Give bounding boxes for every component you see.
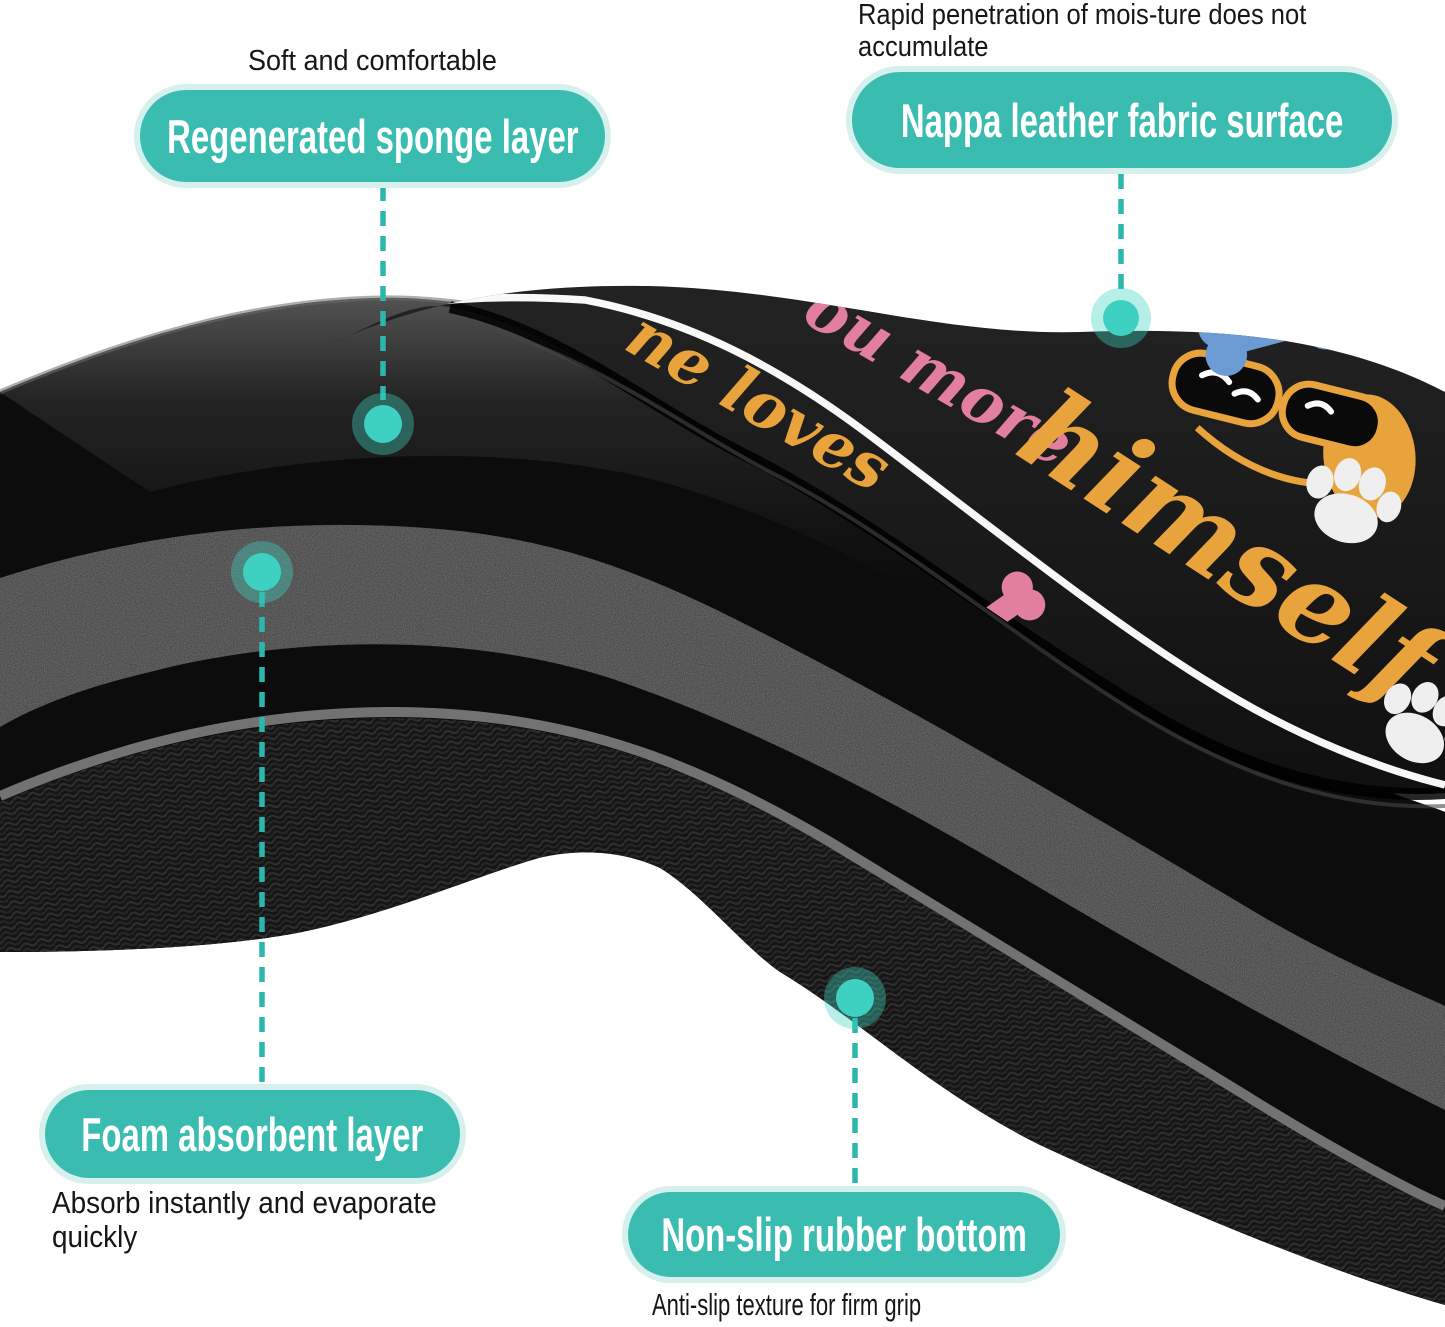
foam-label-pill: Foam absorbent layer bbox=[45, 1090, 460, 1178]
rubber-note: Anti-slip texture for firm grip bbox=[652, 1287, 922, 1322]
white-border-line bbox=[330, 293, 1445, 789]
sponge-label: Regenerated sponge layer bbox=[166, 109, 579, 163]
surface-label: Nappa leather fabric surface bbox=[900, 93, 1344, 147]
surface-note: Rapid penetration of mois-ture does not … bbox=[858, 0, 1307, 63]
callout-dots bbox=[231, 288, 1151, 1029]
sponge-label-pill: Regenerated sponge layer bbox=[140, 90, 605, 182]
fabric-edge-highlight bbox=[459, 320, 1445, 809]
rubber-label-pill: Non-slip rubber bottom bbox=[628, 1192, 1060, 1277]
callout-connectors bbox=[259, 174, 1124, 1188]
divider-stripe bbox=[0, 707, 1445, 1211]
sponge-note: Soft and comfortable bbox=[248, 45, 497, 77]
sponge-layer bbox=[0, 297, 1445, 888]
rubber-bottom-layer bbox=[0, 718, 1445, 1305]
foam-note: Absorb instantly and evaporate quickly bbox=[52, 1185, 437, 1254]
surface-label-pill: Nappa leather fabric surface bbox=[852, 72, 1392, 168]
rubber-label: Non-slip rubber bottom bbox=[661, 1208, 1027, 1261]
foam-label: Foam absorbent layer bbox=[81, 1107, 424, 1161]
